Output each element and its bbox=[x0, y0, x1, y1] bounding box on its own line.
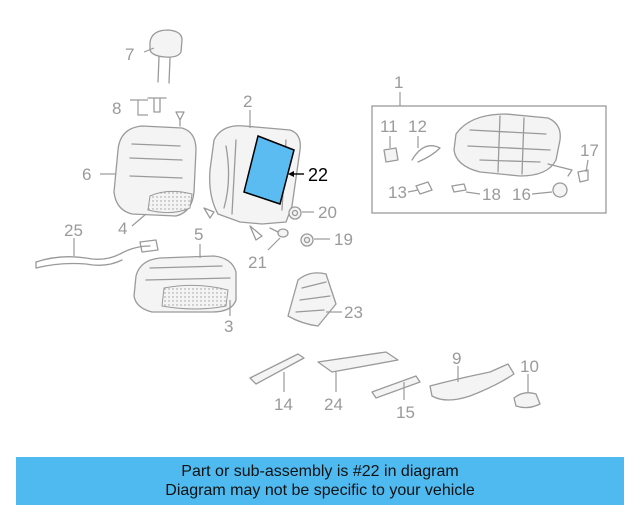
caption-line-1: Part or sub-assembly is #22 in diagram bbox=[181, 463, 459, 480]
wire-harness-part[interactable] bbox=[35, 239, 159, 269]
callout-10: 10 bbox=[520, 357, 539, 376]
callout-18: 18 bbox=[482, 185, 501, 204]
board-part[interactable] bbox=[317, 351, 399, 373]
callout-15: 15 bbox=[396, 403, 415, 422]
seat-back-cushion-part[interactable] bbox=[113, 125, 197, 217]
callout-11: 11 bbox=[380, 117, 398, 136]
lever-part[interactable] bbox=[513, 392, 541, 409]
seat-base-part[interactable] bbox=[453, 113, 573, 177]
side-cover-part[interactable] bbox=[429, 363, 515, 401]
seat-cushion-part[interactable] bbox=[133, 255, 237, 313]
callout-4: 4 bbox=[118, 219, 127, 238]
callout-17: 17 bbox=[580, 141, 599, 160]
callout-1: 1 bbox=[394, 73, 403, 92]
rail-part-15[interactable] bbox=[371, 375, 421, 399]
small-bracket-parts[interactable] bbox=[383, 145, 589, 198]
headrest-part[interactable] bbox=[149, 29, 183, 84]
callout-20: 20 bbox=[318, 203, 337, 222]
caption-line-2: Diagram may not be specific to your vehi… bbox=[165, 482, 475, 499]
callout-16: 16 bbox=[512, 185, 531, 204]
callout-22: 22 bbox=[308, 165, 328, 185]
callout-3: 3 bbox=[224, 317, 233, 336]
callout-13: 13 bbox=[388, 183, 407, 202]
callout-19: 19 bbox=[334, 230, 353, 249]
callout-6: 6 bbox=[82, 165, 91, 184]
knob-part[interactable] bbox=[277, 206, 314, 247]
seat-parts-diagram: 7 8 6 4 2 22 20 19 21 1 bbox=[35, 29, 607, 422]
callout-24: 24 bbox=[324, 395, 343, 414]
callout-25: 25 bbox=[64, 221, 83, 240]
callout-7: 7 bbox=[125, 45, 134, 64]
callout-2: 2 bbox=[243, 92, 252, 111]
callout-9: 9 bbox=[452, 349, 461, 368]
callout-23: 23 bbox=[344, 303, 363, 322]
panel-part[interactable] bbox=[287, 272, 337, 327]
rail-part-14[interactable] bbox=[249, 353, 305, 385]
callout-12: 12 bbox=[408, 117, 427, 136]
highlighted-part-22[interactable] bbox=[243, 134, 295, 205]
bolt-part[interactable] bbox=[147, 97, 185, 127]
callout-5: 5 bbox=[194, 225, 203, 244]
caption-banner: Part or sub-assembly is #22 in diagram D… bbox=[16, 457, 624, 505]
seat-base-assembly-box bbox=[371, 92, 607, 214]
callout-21: 21 bbox=[248, 253, 267, 272]
callout-8: 8 bbox=[112, 99, 121, 118]
callout-14: 14 bbox=[274, 395, 293, 414]
